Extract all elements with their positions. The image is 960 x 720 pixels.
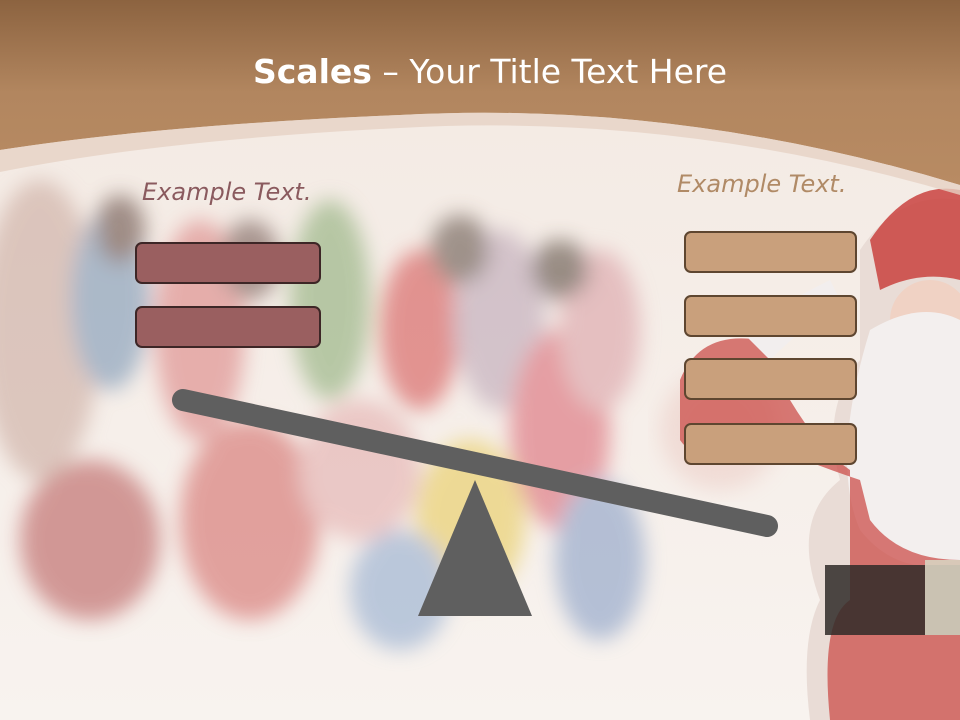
- slide-title: Scales – Your Title Text Here: [0, 52, 960, 91]
- right-label: Example Text.: [677, 170, 847, 198]
- right-box-4: [684, 423, 857, 465]
- right-box-3: [684, 358, 857, 400]
- title-rest: – Your Title Text Here: [371, 52, 728, 91]
- header-band: [0, 0, 960, 195]
- left-box-1: [135, 242, 321, 284]
- left-label: Example Text.: [142, 178, 312, 206]
- right-box-1: [684, 231, 857, 273]
- left-box-2: [135, 306, 321, 348]
- right-box-2: [684, 295, 857, 337]
- title-bold: Scales: [252, 52, 372, 91]
